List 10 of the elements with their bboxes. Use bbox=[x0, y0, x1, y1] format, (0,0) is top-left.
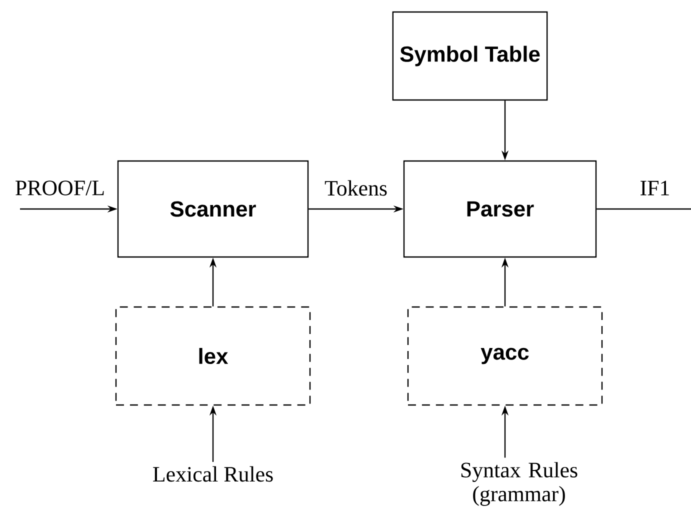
input-label: Lexical Rules bbox=[153, 466, 273, 482]
edge-label: PROOF/L bbox=[16, 180, 104, 196]
process-box: Symbol Table bbox=[392, 11, 548, 101]
process-box: yacc bbox=[407, 306, 603, 406]
edge-label: IF1 bbox=[640, 180, 669, 196]
process-box: Parser bbox=[403, 160, 597, 258]
edge-label: Tokens bbox=[324, 180, 387, 196]
process-box: Scanner bbox=[117, 160, 309, 258]
process-box: lex bbox=[115, 306, 311, 406]
input-label: Syntax Rules (grammar) bbox=[461, 462, 578, 506]
